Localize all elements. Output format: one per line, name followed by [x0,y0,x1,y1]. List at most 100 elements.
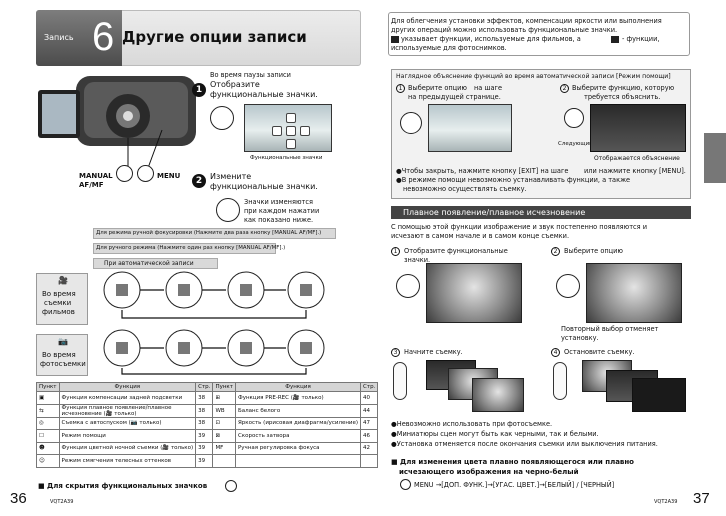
table-cell: ▣ [36,391,60,405]
table-cell: Функция цветной ночной съемки (🎥 только) [58,441,197,455]
table-cell: ☻ [36,441,60,455]
help-bullet-1b: или нажмите кнопку [MENU]. [584,167,686,175]
table-header: Пункт [36,382,60,392]
table-header: Пункт [212,382,236,392]
step-1-pre: Во время паузы записи [210,71,291,79]
table-cell: ☺ [36,454,60,468]
help-step-2-text: Выберите функцию, которую [572,84,675,92]
step-2-note-2: при каждом нажатии [244,207,320,215]
table-header: Стр. [360,382,379,392]
photos-row-label-1: Во время [42,351,76,359]
fade-note-2: ●Миниатюры сцен могут быть как черными, … [391,430,599,438]
step-2-note-1: Значки изменяются [244,198,313,206]
manual-label: MANUAL [79,172,113,180]
table-cell: Скорость затвора [234,429,362,443]
table-cell: 39 [195,429,214,443]
fade-repeat-note-2: установку. [561,334,599,342]
intro-line-3: указывает функции, используемые для филь… [401,35,581,43]
table-header: Стр. [195,382,214,392]
joystick-icon [225,480,237,492]
table-cell [212,454,236,468]
help-mode-title: Наглядное объяснение функций во время ав… [396,73,671,80]
movie-icon [391,36,399,43]
auto-mode-bar [93,258,218,269]
page-title: Другие опции записи [122,28,307,46]
doc-code-left: VQT2A39 [50,499,74,505]
movies-row-icon: 🎥 [58,276,68,285]
joystick-down-icon [216,198,240,222]
table-cell: Баланс белого [234,403,362,418]
joystick-press-icon [210,106,234,130]
table-header: Функция [234,382,362,392]
fade-description-2: исчезают в самом начале и в самом конце … [391,232,570,240]
table-cell: 42 [360,441,379,455]
doc-code-right: VQT2A39 [654,499,678,505]
table-cell: Режим смягчения телесных оттенков [58,454,197,468]
icon-cycle-diagram [92,270,338,378]
fade-step-2-text: Выберите опцию [564,247,623,255]
hide-icons-note: ■ Для скрытия функциональных значков [38,482,208,490]
photos-row-label-2: фотосъемки [40,360,86,368]
step-2-note-3: как показано ниже. [244,216,314,224]
fade-section-title: Плавное появление/плавное исчезновение [391,206,691,219]
help-step-1-text-c: на предыдущей странице. [408,93,501,101]
record-button-icon [553,362,567,400]
color-change-heading-2: исчезающего изображения на черно-белый [399,468,579,476]
auto-mode-label: При автоматической записи [104,260,194,267]
intro-frame [388,12,690,56]
intro-line-4: используемые для фотоснимков. [391,44,507,52]
joystick-right-icon [556,274,580,298]
movies-row-label-box [36,273,88,325]
step-1-number: 1 [192,83,206,97]
manual-mode-label: Для ручного режима (Нажмите один раз кно… [96,245,286,251]
menu-path: MENU →[ДОП. ФУНК.]→[УГАС. ЦВЕТ.]→[БЕЛЫЙ]… [414,481,615,489]
fade-in-frame [472,378,524,412]
joystick-press-icon [396,274,420,298]
fade-step-3-text: Начните съемку. [404,348,463,356]
fade-step-2-number: 2 [551,247,560,256]
menu-label: MENU [157,172,181,180]
joystick-icon [400,479,411,490]
function-icon [300,126,310,136]
movies-row-label-1: Во время [42,290,76,298]
function-icon [286,126,296,136]
help-screen-caption: Отображается объяснение [594,155,680,162]
function-icon [286,139,296,149]
table-cell: Функция плавное появление/плавное исчезн… [58,403,197,418]
fade-note-3: ●Установка отменяется после окончания съ… [391,440,658,448]
section-number: 6 [92,15,115,59]
section-edge-tab [704,133,726,183]
table-cell: 40 [360,391,379,405]
page-number-left: 36 [10,490,27,507]
help-step-1-text-b: на шаге [474,84,503,92]
movies-row-label-3: фильмов [42,308,75,316]
manual-focus-label: Для режима ручной фокусировки (Нажмите д… [96,230,322,236]
step-2-line-2: функциональные значки. [210,182,318,191]
camcorder-illustration [36,72,206,182]
section-label: Запись [44,33,74,42]
af-mf-label: AF/MF [79,181,104,189]
manual-af-mf-button[interactable] [116,165,133,182]
table-cell: ⇆ [36,403,60,418]
step-1-line-1: Отобразите [210,80,260,89]
functions-table: Пункт Функция Стр. Пункт Функция Стр. ▣Ф… [36,382,379,468]
manual-mode-bar [93,243,276,254]
page-number-right: 37 [693,490,710,507]
step-2-number: 2 [192,174,206,188]
table-row: ◎Съемка с автоспуском (📷 только)38⊡Яркос… [36,416,379,430]
help-next-label: Следующий [558,141,593,147]
menu-button[interactable] [137,165,154,182]
fade-step-4-text: Остановите съемку. [564,348,635,356]
table-cell: 44 [360,403,379,418]
table-header: Функция [58,382,197,392]
fade-step-3-number: 3 [391,348,400,357]
help-bullet-2: ●В режиме помощи невозможно устанавливат… [396,176,631,184]
intro-line-1: Для облегчения установки эффектов, компе… [391,17,662,25]
table-cell: Съемка с автоспуском (📷 только) [58,416,197,430]
step-2-line-1: Измените [210,172,252,181]
fade-step-1-scene [426,263,522,323]
table-cell: 39 [195,441,214,455]
table-row: ☻Функция цветной ночной съемки (🎥 только… [36,441,379,455]
help-step-2-text-b: требуется объяснить. [584,93,661,101]
